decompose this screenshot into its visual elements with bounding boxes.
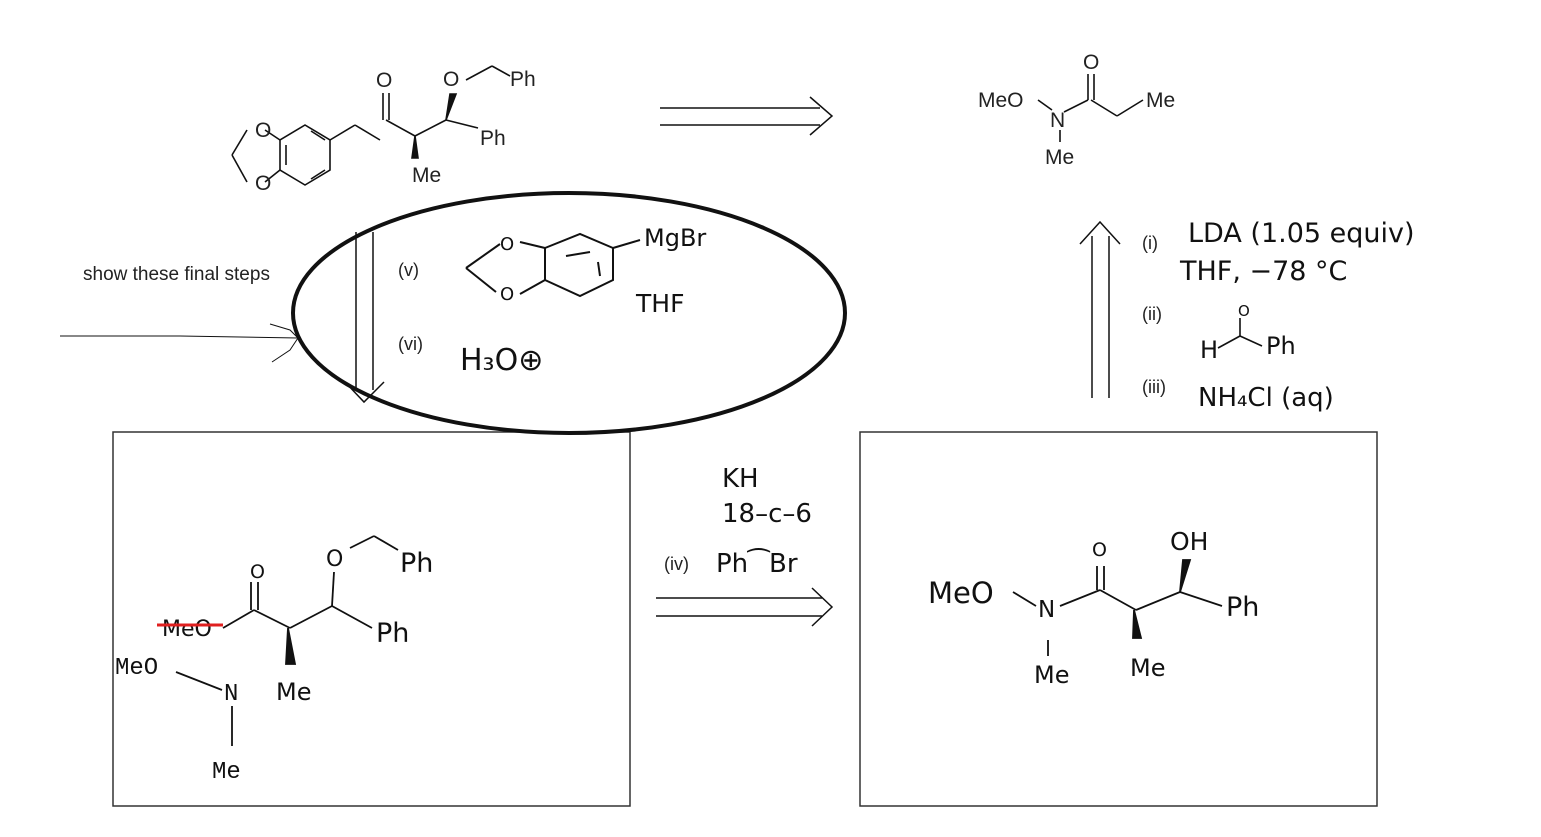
aldol-carbonyl-o: O [1092,539,1107,561]
target-atom-me: Me [412,164,441,187]
retro-arrow-top [660,96,834,136]
step-vi-label: (vi) [398,334,423,354]
annotation-pointer [60,323,299,363]
target-atom-ph2: Ph [480,127,506,150]
weinreb-carbonyl-o: O [1083,51,1099,74]
step-ii-aldehyde-bonds [1217,318,1263,349]
aldol-product-structure [1012,559,1223,656]
benzyl-ether-structure [175,535,399,746]
retro-arrow-bottom [656,587,834,627]
step-ii-ph: Ph [1266,332,1296,360]
weinreb-n-me: Me [1045,146,1074,169]
weinreb-meo: MeO [978,89,1024,112]
step-v-solvent: THF [635,289,684,318]
benzyl-ether-o: O [326,547,343,572]
target-atom-o2: O [255,172,271,195]
retro-arrow-left [344,232,385,404]
benzyl-carbonyl-o: O [250,561,265,583]
retro-arrow-right [1079,220,1121,398]
aldol-meo: MeO [928,576,994,610]
grignard-o1: O [500,234,514,255]
benzodioxole-ring [279,124,331,186]
aldol-n: N [1038,597,1055,623]
target-atom-o3: O [376,69,392,92]
weinreb-amide-structure [1037,74,1144,142]
step-iii-label: (iii) [1142,377,1166,397]
step-iv-reagent: Ph⁀Br [716,546,798,579]
aryl-grignard-structure [465,232,641,298]
benzyl-n-me: Me [212,759,241,786]
highlight-circle [291,191,847,435]
step-v-label: (v) [398,260,419,280]
target-atom-o1: O [255,119,271,142]
target-atom-ph1: Ph [510,68,536,91]
step-vi-reagent: H₃O⊕ [460,343,543,378]
step-i-conditions: THF, −78 °C [1179,256,1347,287]
aldol-ph: Ph [1226,592,1259,623]
annotation-note: show these final steps [83,264,270,285]
target-molecule [231,65,511,186]
aldol-n-me: Me [1034,661,1069,689]
step-i-label: (i) [1142,233,1158,253]
step-v-reagent: MgBr [644,224,706,252]
benzyl-me: Me [276,678,311,706]
weinreb-n: N [1050,109,1065,132]
benzyl-ph1: Ph [400,548,433,579]
grignard-o2: O [500,284,514,305]
struck-meo: MeO [162,617,212,642]
benzyl-ether-box [112,431,631,807]
step-i-reagent: LDA (1.05 equiv) [1188,218,1415,249]
step-iii-reagent: NH₄Cl (aq) [1198,383,1334,413]
aldol-oh: OH [1170,527,1208,556]
benzyl-meo: MeO [115,655,158,682]
step-ii-o: O [1238,302,1250,320]
step-ii-h: H [1200,336,1218,364]
step-iv-label: (iv) [664,554,689,574]
step-iv-base: KH [722,464,759,494]
aldol-me: Me [1130,654,1165,682]
benzyl-ph2: Ph [376,618,409,649]
aldol-product-box [859,431,1378,807]
step-ii-label: (ii) [1142,304,1162,324]
step-iv-additive: 18–c–6 [722,499,812,529]
target-atom-o4: O [443,68,459,91]
weinreb-ethyl-me: Me [1146,89,1175,112]
benzyl-n: N [224,681,238,708]
